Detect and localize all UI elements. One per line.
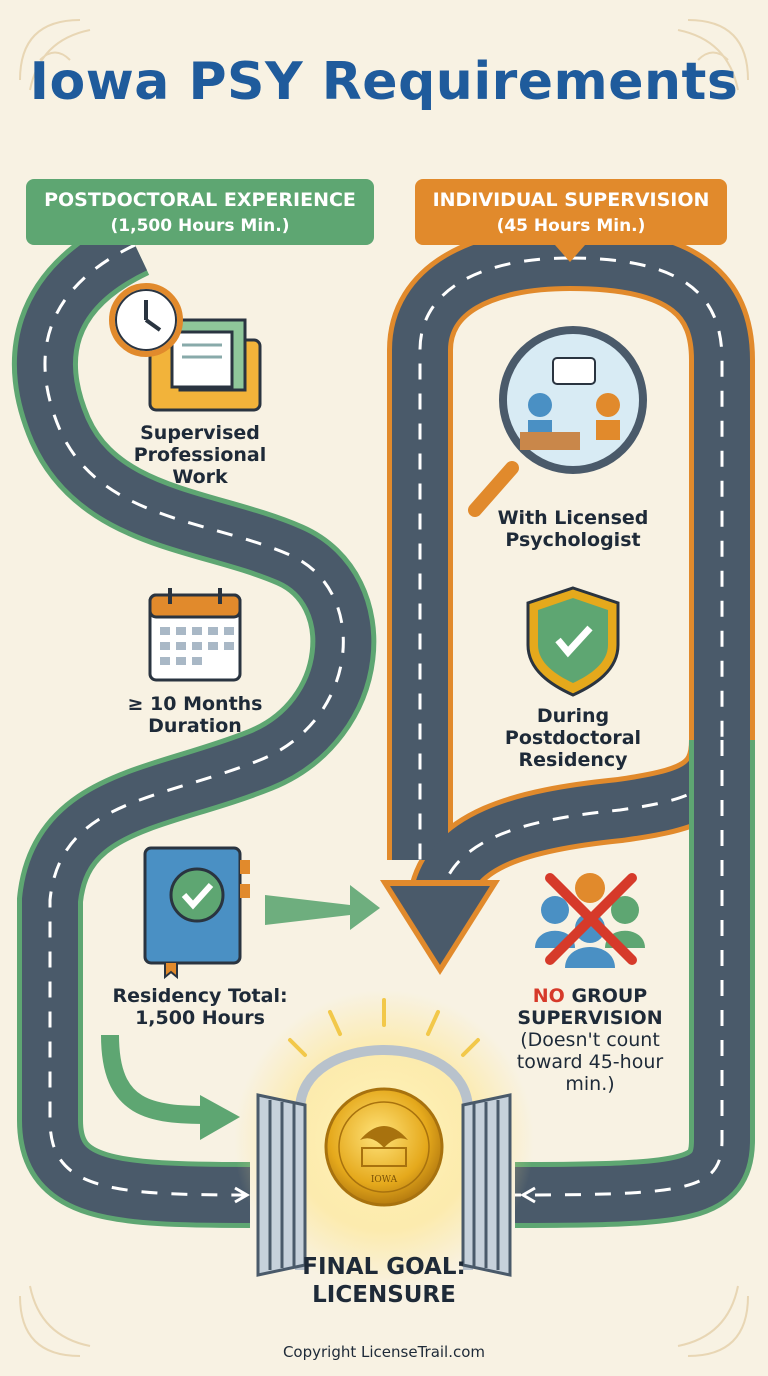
footer-copyright: Copyright LicenseTrail.com: [282, 1343, 486, 1361]
step-supervised-work: Supervised Professional Work: [100, 422, 300, 488]
residency-arrow-right: [265, 885, 380, 930]
supervision-banner-hours: (45 Hours Min.): [496, 216, 646, 236]
corner-ornaments: [19, 19, 749, 1357]
no-group-line1: NO GROUP: [500, 985, 680, 1007]
shield-check-icon: [526, 586, 620, 697]
step-line: Supervised: [140, 422, 260, 444]
right-gate-door: [461, 1093, 512, 1277]
no-group-line2: SUPERVISION: [517, 1007, 663, 1029]
postdoc-banner: POSTDOCTORAL EXPERIENCE (1,500 Hours Min…: [26, 179, 374, 245]
residency-arrow-curve: [101, 1034, 240, 1140]
seal-text: IOWA: [370, 1175, 398, 1185]
step-duration: ≥ 10 Months Duration: [90, 693, 300, 737]
supervision-road: [380, 225, 755, 1228]
state-seal-icon: [324, 1087, 444, 1207]
final-goal: FINAL GOAL: LICENSURE: [234, 1253, 534, 1309]
checkbook-icon: [143, 846, 250, 980]
calendar-icon: [148, 588, 242, 682]
postdoc-banner-title: POSTDOCTORAL EXPERIENCE: [44, 189, 356, 211]
step-line: Professional: [133, 444, 267, 466]
magnifier-meeting-icon: [468, 326, 647, 517]
step-line: Residency Total:: [112, 985, 288, 1007]
page-title: Iowa PSY Requirements: [29, 52, 739, 112]
step-postdoc-residency: During Postdoctoral Residency: [473, 705, 673, 771]
step-line: Duration: [148, 715, 242, 737]
supervision-banner-title: INDIVIDUAL SUPERVISION: [432, 189, 710, 211]
banner-pointer: [555, 245, 585, 262]
step-licensed-psychologist: With Licensed Psychologist: [473, 507, 673, 551]
step-line: Postdoctoral: [504, 727, 642, 749]
step-line: ≥ 10 Months: [127, 693, 263, 715]
step-line: During: [536, 705, 610, 727]
step-line: Residency: [518, 749, 628, 771]
left-gate-door: [256, 1093, 307, 1277]
crossed-group-icon: [535, 873, 645, 968]
step-line: 1,500 Hours: [135, 1007, 265, 1029]
step-line: Work: [172, 466, 228, 488]
final-goal-line2: LICENSURE: [312, 1282, 456, 1308]
final-goal-line1: FINAL GOAL:: [302, 1254, 466, 1280]
step-line: Psychologist: [505, 529, 641, 551]
no-group-note: toward 45-hour: [516, 1051, 664, 1073]
postdoc-banner-hours: (1,500 Hours Min.): [110, 216, 290, 236]
clock-folder-icon: [109, 283, 262, 412]
no-group-supervision: NO GROUP SUPERVISION (Doesn't count towa…: [500, 985, 680, 1095]
step-residency-total: Residency Total: 1,500 Hours: [95, 985, 305, 1029]
supervision-banner: INDIVIDUAL SUPERVISION (45 Hours Min.): [415, 179, 727, 245]
no-group-note: (Doesn't count: [520, 1029, 660, 1051]
postdoc-road: [11, 215, 377, 1228]
no-word: NO: [532, 985, 565, 1007]
group-word: GROUP: [571, 985, 648, 1007]
step-line: With Licensed: [497, 507, 649, 529]
no-group-note: min.): [565, 1073, 615, 1095]
